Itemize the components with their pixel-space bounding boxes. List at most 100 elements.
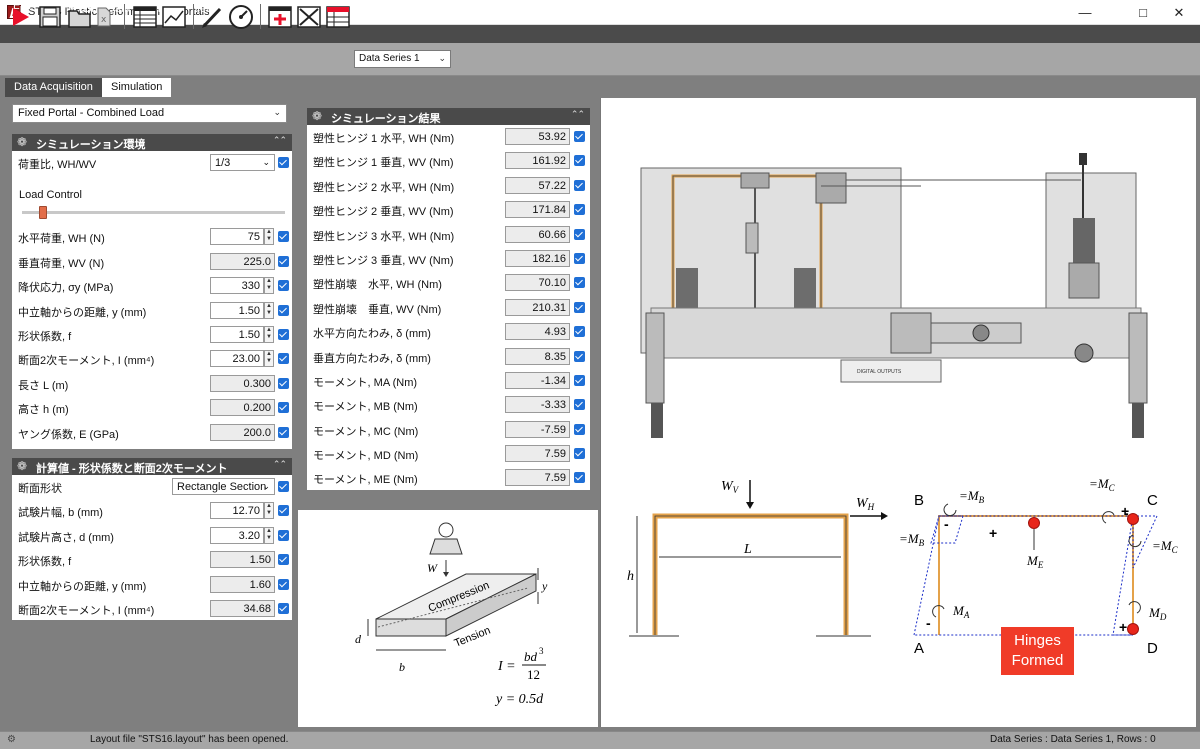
load-cell bbox=[745, 222, 759, 254]
results-header[interactable]: ❁ シミュレーション結果 ⌃⌃ bbox=[307, 108, 590, 125]
checkbox[interactable] bbox=[278, 157, 289, 168]
value-input[interactable]: 12.70 bbox=[210, 502, 264, 520]
checkbox[interactable] bbox=[278, 554, 289, 566]
checkbox[interactable] bbox=[278, 529, 289, 541]
checkbox[interactable] bbox=[574, 155, 585, 167]
add-series-button[interactable] bbox=[266, 3, 294, 30]
checkbox[interactable] bbox=[278, 481, 289, 492]
checkbox[interactable] bbox=[574, 448, 585, 460]
eq-mc-sub: C bbox=[1109, 483, 1116, 493]
delete-file-button[interactable]: x bbox=[94, 3, 114, 30]
checkbox[interactable] bbox=[574, 472, 585, 484]
eq-mc-top: =MC bbox=[1089, 476, 1116, 493]
value-input[interactable]: 3.20 bbox=[210, 526, 264, 544]
right-panel: DIGITAL OUTPUTS WV WH L h bbox=[600, 98, 1196, 727]
collapse-icon[interactable]: ⌃⌃ bbox=[272, 135, 287, 145]
data-series-select[interactable]: Data Series 1 ⌄ bbox=[354, 50, 451, 68]
collapse-icon[interactable]: ⌃⌃ bbox=[272, 459, 287, 469]
value-readout: 0.300 bbox=[210, 374, 275, 392]
checkbox[interactable] bbox=[574, 204, 585, 216]
checkbox[interactable] bbox=[574, 399, 585, 411]
floppy-icon bbox=[39, 5, 61, 28]
checkbox[interactable] bbox=[574, 228, 585, 240]
spinner-icon[interactable]: ▲▼ bbox=[264, 502, 274, 520]
checkbox[interactable] bbox=[278, 231, 289, 243]
gauge-button[interactable] bbox=[227, 3, 255, 30]
value-input[interactable]: 23.00 bbox=[210, 350, 264, 368]
checkbox[interactable] bbox=[574, 252, 585, 264]
section-shape-select[interactable]: Rectangle Section ⌄ bbox=[172, 478, 275, 495]
value-label: 降伏応力, σy (MPa) bbox=[18, 282, 114, 295]
checkbox[interactable] bbox=[278, 255, 289, 267]
portal-type-select[interactable]: Fixed Portal - Combined Load ⌄ bbox=[12, 104, 287, 123]
maximize-button[interactable]: □ bbox=[1139, 5, 1147, 20]
value-readout: 8.35 bbox=[505, 347, 570, 365]
spinner-icon[interactable]: ▲▼ bbox=[264, 277, 274, 295]
tab-data-acquisition[interactable]: Data Acquisition bbox=[5, 78, 102, 97]
moment-diagram bbox=[913, 515, 1134, 636]
checkbox[interactable] bbox=[278, 602, 289, 614]
portal-frame bbox=[652, 513, 849, 635]
add-table-icon bbox=[268, 5, 292, 28]
value-label: モーメント, MA (Nm) bbox=[313, 376, 418, 389]
checkbox[interactable] bbox=[574, 423, 585, 435]
checkbox[interactable] bbox=[574, 374, 585, 386]
collapse-icon[interactable]: ⌃⌃ bbox=[570, 109, 585, 119]
value-row: 塑性ヒンジ 1 垂直, WV (Nm)161.92 bbox=[307, 149, 590, 173]
checkbox[interactable] bbox=[278, 505, 289, 517]
series-properties-button[interactable] bbox=[324, 3, 352, 30]
value-label: 垂直方向たわみ, δ (mm) bbox=[313, 352, 431, 365]
leg-left bbox=[645, 312, 665, 404]
slider-thumb[interactable] bbox=[39, 206, 48, 219]
graph-view-button[interactable] bbox=[160, 3, 188, 30]
open-button[interactable] bbox=[66, 3, 94, 30]
spinner-icon[interactable]: ▲▼ bbox=[264, 325, 274, 343]
edit-button[interactable] bbox=[198, 3, 226, 30]
checkbox[interactable] bbox=[278, 280, 289, 292]
value-readout: 225.0 bbox=[210, 252, 275, 270]
run-button[interactable] bbox=[6, 3, 34, 30]
checkbox[interactable] bbox=[278, 328, 289, 340]
checkbox[interactable] bbox=[278, 377, 289, 389]
wh-sub: H bbox=[867, 502, 875, 512]
close-button[interactable]: ✕ bbox=[1173, 5, 1185, 20]
checkbox[interactable] bbox=[278, 402, 289, 414]
md-label: MD bbox=[1148, 605, 1167, 622]
minimize-button[interactable]: — bbox=[1078, 5, 1092, 20]
tab-simulation[interactable]: Simulation bbox=[102, 78, 172, 97]
checkbox[interactable] bbox=[278, 426, 289, 438]
minus-sign: - bbox=[1124, 505, 1129, 521]
checkbox[interactable] bbox=[574, 326, 585, 338]
usb-icon: ⚙ bbox=[7, 734, 16, 745]
checkbox[interactable] bbox=[574, 277, 585, 289]
checkbox[interactable] bbox=[574, 131, 585, 142]
spinner-icon[interactable]: ▲▼ bbox=[264, 350, 274, 368]
calc-header[interactable]: ❁ 計算値 - 形状係数と断面2次モーメント ⌃⌃ bbox=[12, 458, 292, 475]
checkbox[interactable] bbox=[278, 353, 289, 365]
load-control-slider[interactable] bbox=[22, 211, 285, 214]
value-row: 塑性崩壊 水平, WH (Nm)70.10 bbox=[307, 271, 590, 295]
value-readout: 0.200 bbox=[210, 399, 275, 417]
checkbox[interactable] bbox=[278, 304, 289, 316]
hinge-d bbox=[1127, 623, 1139, 635]
delete-series-button[interactable] bbox=[295, 3, 323, 30]
checkbox[interactable] bbox=[278, 578, 289, 590]
table-view-button[interactable] bbox=[131, 3, 159, 30]
spinner-icon[interactable]: ▲▼ bbox=[264, 228, 274, 246]
save-button[interactable] bbox=[36, 3, 64, 30]
value-input[interactable]: 1.50 bbox=[210, 301, 264, 319]
spinner-icon[interactable]: ▲▼ bbox=[264, 526, 274, 544]
table-icon bbox=[133, 5, 157, 28]
checkbox[interactable] bbox=[574, 179, 585, 191]
value-input[interactable]: 75 bbox=[210, 228, 264, 246]
load-ratio-select[interactable]: 1/3 ⌄ bbox=[210, 154, 275, 171]
checkbox[interactable] bbox=[574, 350, 585, 362]
chevron-down-icon: ⌄ bbox=[273, 107, 281, 117]
spinner-icon[interactable]: ▲▼ bbox=[264, 301, 274, 319]
value-input[interactable]: 1.50 bbox=[210, 325, 264, 343]
value-input[interactable]: 330 bbox=[210, 277, 264, 295]
sim-env-header[interactable]: ❁ シミュレーション環境 ⌃⌃ bbox=[12, 134, 292, 151]
menu-help[interactable]: Help bbox=[192, 3, 215, 15]
value-label: 断面2次モーメント, I (mm⁴) bbox=[18, 355, 155, 368]
checkbox[interactable] bbox=[574, 301, 585, 313]
